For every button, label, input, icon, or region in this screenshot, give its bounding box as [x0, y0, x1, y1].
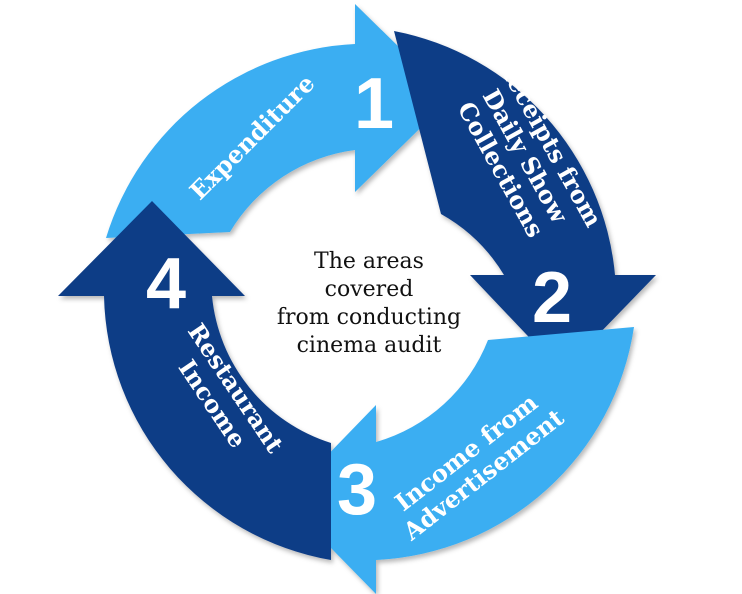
arrow-3-advertisement — [284, 327, 634, 594]
step-number-4: 4 — [146, 244, 186, 324]
step-number-1: 1 — [354, 64, 394, 144]
center-caption-line-3: from conducting — [277, 305, 461, 330]
cycle-arrows — [58, 4, 656, 594]
arrow-1-expenditure — [106, 4, 451, 238]
center-caption: The areas covered from conducting cinema… — [277, 249, 461, 358]
center-caption-line-4: cinema audit — [297, 333, 442, 358]
center-caption-line-2: covered — [325, 277, 414, 302]
step-number-2: 2 — [532, 258, 572, 338]
step-numbers: 1 2 3 4 — [146, 64, 572, 530]
step-number-3: 3 — [337, 450, 377, 530]
arrow-4-restaurant — [58, 201, 331, 560]
arrow-2-receipts — [394, 31, 656, 372]
center-caption-line-1: The areas — [314, 249, 424, 274]
